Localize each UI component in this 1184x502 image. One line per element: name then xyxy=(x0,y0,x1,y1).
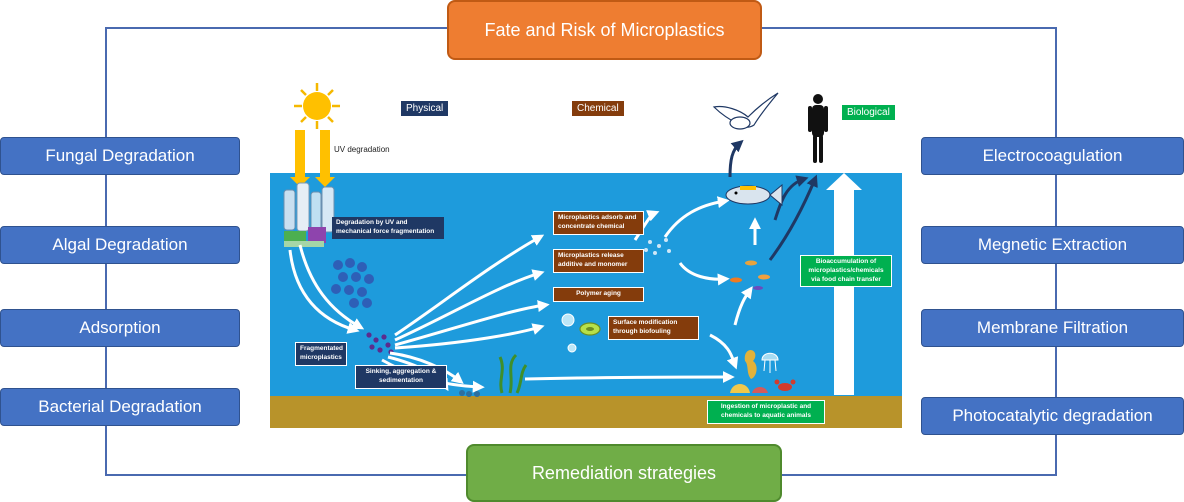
sediment-particles xyxy=(459,390,480,397)
strategy-label: Fungal Degradation xyxy=(45,146,195,165)
biological-tag: Biological xyxy=(842,105,895,120)
polymer-aging-label: Polymer aging xyxy=(553,287,644,302)
uv-degradation-label: UV degradation xyxy=(334,145,390,154)
food-chain-arrows xyxy=(728,139,818,261)
physical-tag: Physical xyxy=(401,101,449,116)
fragmented-microplastics-label: Fragmentated microplastics xyxy=(295,342,347,366)
water-body xyxy=(270,173,902,396)
sun-icon xyxy=(294,83,340,129)
plastic-bottles-icon xyxy=(283,182,335,247)
scene-illustration xyxy=(270,83,902,428)
human-icon xyxy=(808,94,828,163)
strategy-photocatalytic-degradation: Photocatalytic degradation xyxy=(921,397,1184,435)
seaweed-icon xyxy=(498,353,528,394)
strategy-magnetic-extraction: Megnetic Extraction xyxy=(921,226,1184,264)
biofouling-label: Surface modification through biofouling xyxy=(608,316,699,340)
frame-line-top-right xyxy=(761,27,1057,29)
microplastic-particles-tiny xyxy=(644,238,671,255)
adsorb-label: Microplastics adsorb and concentrate che… xyxy=(553,211,644,235)
strategy-label: Membrane Filtration xyxy=(976,318,1129,337)
strategy-label: Adsorption xyxy=(79,318,161,337)
frame-line-bottom-right xyxy=(781,474,1057,476)
seagull-icon xyxy=(712,92,779,130)
microplastic-fate-scene: Physical Chemical Biological UV degradat… xyxy=(270,65,902,428)
strategy-label: Algal Degradation xyxy=(52,235,188,254)
strategy-label: Electrocoagulation xyxy=(982,146,1123,165)
strategy-electrocoagulation: Electrocoagulation xyxy=(921,137,1184,175)
title-text: Fate and Risk of Microplastics xyxy=(484,19,725,40)
strategy-bacterial-degradation: Bacterial Degradation xyxy=(0,388,240,426)
strategy-label: Photocatalytic degradation xyxy=(952,406,1153,425)
release-label: Microplastics release additive and monom… xyxy=(553,249,644,273)
remediation-strategies-box: Remediation strategies xyxy=(466,444,782,502)
frame-line-top-left xyxy=(106,27,448,29)
bioaccumulation-label: Bioaccumulation of microplastics/chemica… xyxy=(800,255,892,288)
strategy-membrane-filtration: Membrane Filtration xyxy=(921,309,1184,347)
flow-arrows xyxy=(288,196,761,393)
strategy-adsorption: Adsorption xyxy=(0,309,240,347)
strategy-label: Megnetic Extraction xyxy=(977,235,1128,254)
remediation-strategies-text: Remediation strategies xyxy=(531,462,717,483)
jellyfish-icon xyxy=(761,352,779,373)
crab-icon xyxy=(774,379,796,391)
uv-arrow xyxy=(315,130,335,187)
strategy-fungal-degradation: Fungal Degradation xyxy=(0,137,240,175)
strategy-label: Bacterial Degradation xyxy=(38,397,202,416)
small-fish-icon xyxy=(730,260,770,290)
ingestion-label: Ingestion of microplastic and chemicals … xyxy=(707,400,825,424)
title-box: Fate and Risk of Microplastics xyxy=(447,0,762,60)
bacteria-icon xyxy=(561,313,601,353)
sinking-label: Sinking, aggregation & sedimentation xyxy=(355,365,447,389)
uv-arrow xyxy=(290,130,310,187)
microplastic-particles-large xyxy=(331,258,374,308)
microplastic-particles-small xyxy=(366,332,394,355)
chemical-tag: Chemical xyxy=(572,101,624,116)
seahorse-icon xyxy=(744,350,757,379)
strategy-algal-degradation: Algal Degradation xyxy=(0,226,240,264)
shell-icon xyxy=(730,384,768,393)
degradation-label: Degradation by UV and mechanical force f… xyxy=(332,217,444,239)
fish-icon xyxy=(725,183,783,207)
frame-line-bottom-left xyxy=(105,474,467,476)
